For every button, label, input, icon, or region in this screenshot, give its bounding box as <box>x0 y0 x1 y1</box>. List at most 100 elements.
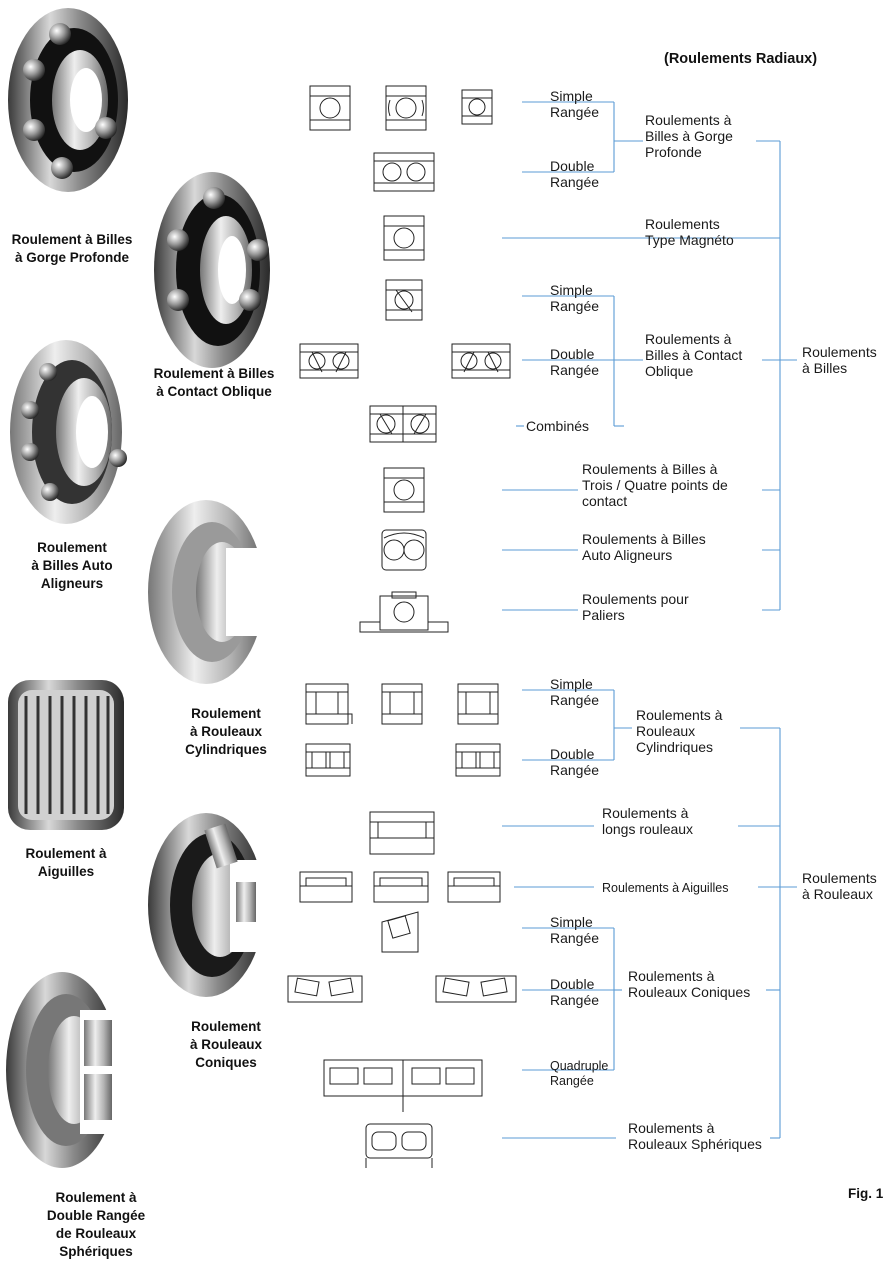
group-roller-2: à Rouleaux <box>802 886 873 902</box>
tapered-roller-bearing-photo <box>148 813 266 997</box>
caption-self-aligning-1: Roulement <box>37 540 107 555</box>
schematic-angular-combined <box>369 405 437 443</box>
caption-spherical-1: Roulement à <box>55 1190 137 1205</box>
svg-text:Roulements à: Roulements à <box>602 805 689 821</box>
caption-tapered-3: Coniques <box>195 1055 257 1070</box>
self-aligning-ball-bearing-photo <box>10 340 127 524</box>
schematics <box>287 85 517 1168</box>
svg-text:Roulements à Aiguilles: Roulements à Aiguilles <box>602 881 728 895</box>
schematic-deep-groove-2 <box>385 85 427 131</box>
svg-text:Double: Double <box>550 746 595 762</box>
caption-tapered-2: à Rouleaux <box>190 1037 263 1052</box>
schematic-needle-1 <box>299 871 353 903</box>
svg-text:Simple: Simple <box>550 914 593 930</box>
svg-text:Rangée: Rangée <box>550 1074 594 1088</box>
svg-text:Simple: Simple <box>550 676 593 692</box>
caption-spherical-3: de Rouleaux <box>56 1226 137 1241</box>
schematic-long-roller <box>369 811 435 855</box>
schematic-cylindrical-2 <box>381 683 423 725</box>
spherical-roller-bearing-photo <box>6 972 130 1168</box>
caption-angular-2: à Contact Oblique <box>156 384 272 399</box>
schematic-angular-double-2 <box>451 343 511 379</box>
svg-text:Rouleaux: Rouleaux <box>636 723 695 739</box>
caption-needle-1: Roulement à <box>25 846 107 861</box>
caption-angular-1: Roulement à Billes <box>154 366 275 381</box>
svg-text:Cylindriques: Cylindriques <box>636 739 713 755</box>
caption-cylindrical-1: Roulement <box>191 706 261 721</box>
svg-text:Roulements à Billes: Roulements à Billes <box>582 531 706 547</box>
caption-deep-groove-2: à Gorge Profonde <box>15 250 130 265</box>
svg-text:Quadruple: Quadruple <box>550 1059 608 1073</box>
svg-text:Rouleaux Sphériques: Rouleaux Sphériques <box>628 1136 762 1152</box>
schematic-magneto <box>383 215 425 261</box>
schematic-deep-groove-double <box>373 152 435 192</box>
diagram-title: (Roulements Radiaux) <box>664 51 817 67</box>
schematic-cylindrical-1 <box>305 683 353 725</box>
svg-text:Simple: Simple <box>550 282 593 298</box>
deep-groove-ball-bearing-photo <box>8 8 128 192</box>
svg-text:Rangée: Rangée <box>550 298 599 314</box>
schematic-angular-single <box>385 279 423 321</box>
svg-text:Profonde: Profonde <box>645 144 702 160</box>
svg-text:Rangée: Rangée <box>550 930 599 946</box>
cylindrical-roller-bearing-photo <box>148 500 266 684</box>
schematic-cylindrical-3 <box>457 683 499 725</box>
caption-self-aligning-3: Aligneurs <box>41 576 103 591</box>
svg-text:Rangée: Rangée <box>550 992 599 1008</box>
schematic-tapered-single <box>381 911 419 953</box>
svg-text:Simple: Simple <box>550 88 593 104</box>
svg-text:Rangée: Rangée <box>550 762 599 778</box>
schematic-spherical <box>365 1123 433 1168</box>
caption-cylindrical-2: à Rouleaux <box>190 724 263 739</box>
schematic-self-aligning <box>381 529 427 571</box>
svg-text:Roulements à: Roulements à <box>628 968 715 984</box>
svg-text:Billes à Gorge: Billes à Gorge <box>645 128 733 144</box>
svg-text:Roulements à: Roulements à <box>628 1120 715 1136</box>
svg-text:Roulements à: Roulements à <box>645 331 732 347</box>
svg-text:Type Magnéto: Type Magnéto <box>645 232 734 248</box>
svg-text:Billes à Contact: Billes à Contact <box>645 347 742 363</box>
svg-text:Rouleaux Coniques: Rouleaux Coniques <box>628 984 750 1000</box>
group-ball-1: Roulements <box>802 344 877 360</box>
schematic-tapered-quadruple <box>323 1059 483 1112</box>
svg-text:Roulements à: Roulements à <box>636 707 723 723</box>
svg-text:contact: contact <box>582 493 627 509</box>
svg-text:Roulements à Billes à: Roulements à Billes à <box>582 461 718 477</box>
svg-text:Paliers: Paliers <box>582 607 625 623</box>
svg-text:Rangée: Rangée <box>550 174 599 190</box>
svg-text:Double: Double <box>550 976 595 992</box>
figure-label: Fig. 1 <box>848 1186 884 1201</box>
caption-spherical-4: Sphériques <box>59 1244 133 1259</box>
caption-tapered-1: Roulement <box>191 1019 261 1034</box>
schematic-four-point <box>383 467 425 513</box>
schematic-cylindrical-double-2 <box>455 743 501 777</box>
needle-roller-bearing-photo <box>8 680 124 830</box>
schematic-tapered-double-1 <box>287 975 363 1003</box>
schematic-cylindrical-double-1 <box>305 743 351 777</box>
svg-text:Roulements pour: Roulements pour <box>582 591 689 607</box>
svg-text:Double: Double <box>550 158 595 174</box>
svg-text:Combinés: Combinés <box>526 418 589 434</box>
schematic-needle-3 <box>447 871 501 903</box>
svg-text:Trois / Quatre points de: Trois / Quatre points de <box>582 477 728 493</box>
svg-text:Double: Double <box>550 346 595 362</box>
row-labels: Simple Rangée Double Rangée Simple Rangé… <box>526 88 608 1088</box>
svg-text:Rangée: Rangée <box>550 692 599 708</box>
caption-needle-2: Aiguilles <box>38 864 94 879</box>
type-labels: Roulements à Billes à Gorge Profonde Rou… <box>582 112 762 1152</box>
schematic-needle-2 <box>373 871 429 903</box>
group-ball-2: à Billes <box>802 360 847 376</box>
caption-self-aligning-2: à Billes Auto <box>31 558 112 573</box>
caption-cylindrical-3: Cylindriques <box>185 742 267 757</box>
svg-text:Oblique: Oblique <box>645 363 693 379</box>
svg-text:Roulements: Roulements <box>645 216 720 232</box>
connector-lines <box>502 101 797 1139</box>
caption-deep-groove-1: Roulement à Billes <box>12 232 133 247</box>
svg-text:Rangée: Rangée <box>550 104 599 120</box>
schematic-angular-double-1 <box>299 343 359 379</box>
schematic-deep-groove-3 <box>461 89 493 125</box>
schematic-tapered-double-2 <box>435 975 517 1003</box>
svg-text:longs rouleaux: longs rouleaux <box>602 821 693 837</box>
svg-text:Roulements à: Roulements à <box>645 112 732 128</box>
